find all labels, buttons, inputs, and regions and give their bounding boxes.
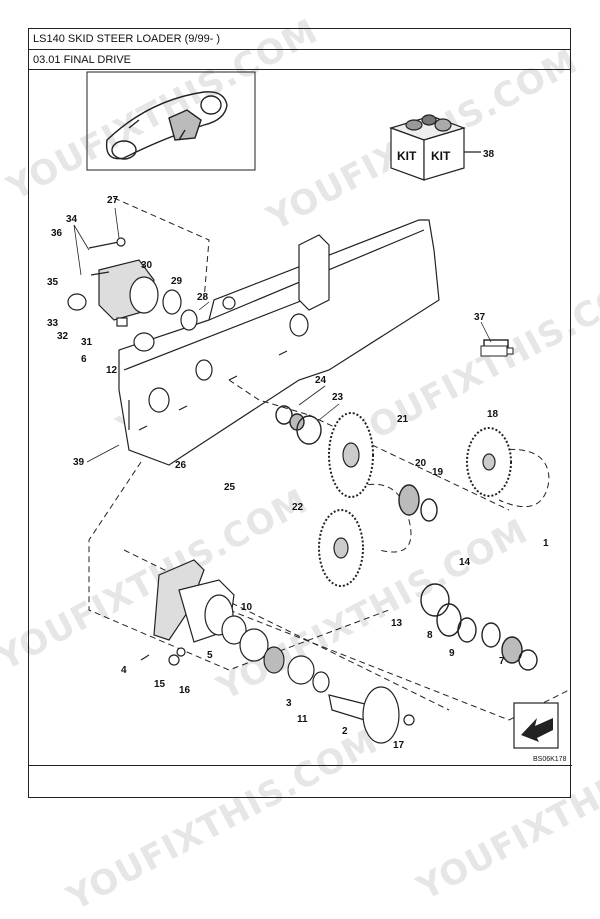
callout-9: 9 [449,648,455,659]
grease-tube [480,345,514,357]
callout-12: 12 [106,365,118,376]
axle-stack [275,339,538,671]
callout-2: 2 [342,726,348,737]
inset-belt-drive [105,91,228,160]
callout-39: 39 [73,457,85,468]
callout-30: 30 [141,260,153,271]
callout-38: 38 [483,149,495,160]
callout-7: 7 [499,656,505,667]
sprocket-18-front [318,509,364,587]
callout-21: 21 [397,414,409,425]
callout-32: 32 [57,331,69,342]
callout-1: 1 [543,538,549,549]
callout-17: 17 [393,740,405,751]
callout-16: 16 [179,685,191,696]
callout-8: 8 [427,630,433,641]
sprocket-22 [328,412,374,498]
callout-18: 18 [487,409,499,420]
callout-14: 14 [459,557,471,568]
callout-4: 4 [121,665,127,676]
final-drive-housing [140,559,415,744]
leader-lines [73,207,492,463]
callout-26: 26 [175,460,187,471]
callout-6: 6 [81,354,87,365]
callout-10: 10 [241,602,253,613]
callout-15: 15 [154,679,166,690]
callout-22: 22 [292,502,304,513]
kit-label-a: KIT [397,149,417,163]
callout-33: 33 [47,318,59,329]
callout-11: 11 [297,714,308,725]
callout-20: 20 [415,458,427,469]
callout-5: 5 [207,650,213,661]
callout-36: 36 [51,228,63,239]
parts-sheet: LS140 SKID STEER LOADER (9/99- ) 03.01 F… [28,28,572,798]
callouts: 1 2 3 4 5 6 7 8 9 10 11 12 13 14 15 16 1… [47,149,549,751]
callout-31: 31 [81,337,93,348]
drawing-code: BS06K178 [533,756,567,763]
callout-37: 37 [474,312,486,323]
direction-arrow-icon [513,702,559,749]
page-title: LS140 SKID STEER LOADER (9/99- ) [29,29,570,50]
drive-motor [67,237,236,352]
callout-29: 29 [171,276,183,287]
callout-19: 19 [432,467,444,478]
kit-box [389,114,481,181]
exploded-diagram: KIT KIT [29,70,572,766]
section-title: 03.01 FINAL DRIVE [29,50,570,70]
callout-24: 24 [315,375,327,386]
callout-35: 35 [47,277,59,288]
chaincase-frame [118,219,440,466]
inset-box [86,71,256,171]
callout-27: 27 [107,195,119,206]
callout-28: 28 [197,292,209,303]
sprocket-18-rear [466,427,512,497]
kit-label-b: KIT [431,149,451,163]
callout-25: 25 [224,482,236,493]
footer-area [29,766,570,798]
callout-13: 13 [391,618,403,629]
callout-23: 23 [332,392,344,403]
callout-3: 3 [286,698,292,709]
callout-34: 34 [66,214,78,225]
